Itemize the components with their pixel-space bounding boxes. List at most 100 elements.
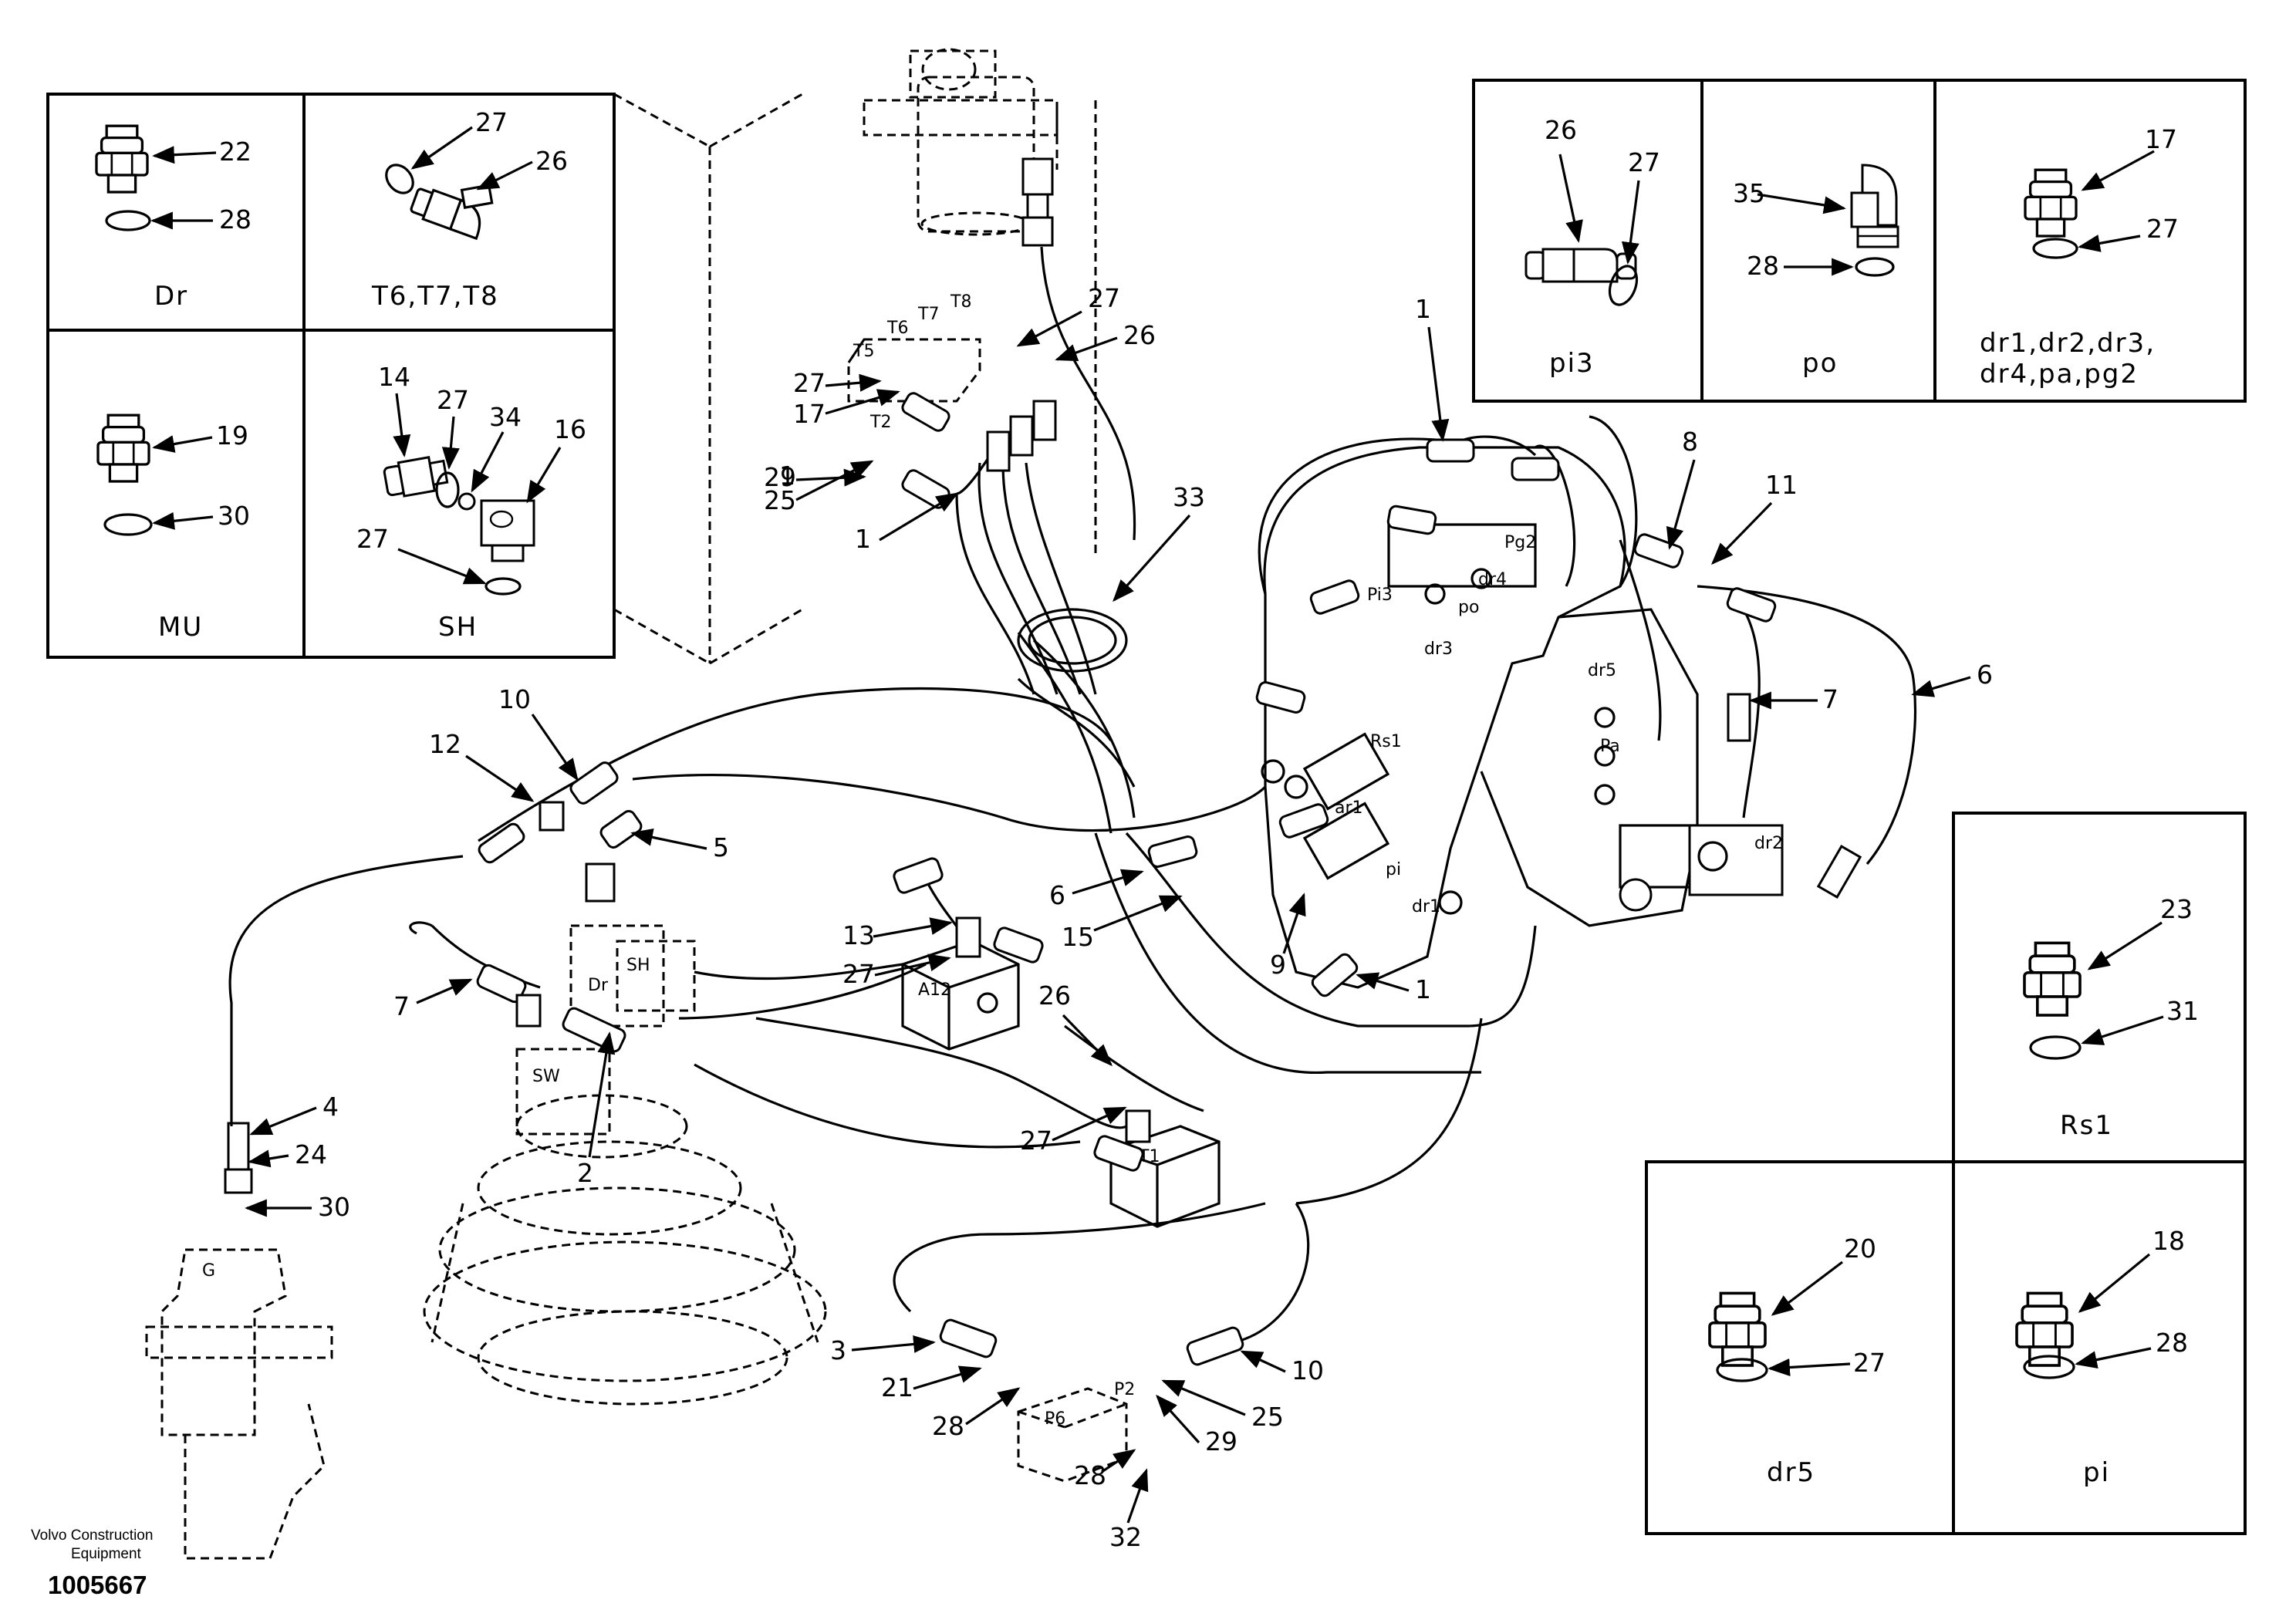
footer: Volvo Construction Equipment 1005667 bbox=[31, 1527, 153, 1599]
port-label-dr3: dr3 bbox=[1424, 640, 1453, 659]
callout-17: 17 bbox=[793, 399, 826, 429]
inset-po: 35 28 po bbox=[1733, 164, 1899, 379]
callout-2: 2 bbox=[577, 1158, 593, 1188]
port-block-t: T8 T7 T6 T5 T2 bbox=[847, 292, 981, 432]
callout-7-right: 7 bbox=[1822, 684, 1838, 714]
port-label-g: G bbox=[202, 1261, 215, 1281]
callout-27: 27 bbox=[437, 385, 469, 415]
frame-outline-dashed bbox=[613, 93, 1097, 665]
port-label-ar1: ar1 bbox=[1335, 798, 1363, 818]
callout-18: 18 bbox=[2152, 1226, 2185, 1256]
inset-label-sh: SH bbox=[438, 612, 478, 643]
port-label-p2: P6 bbox=[1045, 1409, 1065, 1429]
inset-label-dr5: dr5 bbox=[1767, 1457, 1815, 1488]
callout-26: 26 bbox=[1545, 115, 1577, 145]
port-label-pg2: Pg2 bbox=[1504, 533, 1536, 552]
inset-pi3: 26 27 pi3 bbox=[1524, 115, 1660, 379]
inset-label-t678: T6,T7,T8 bbox=[371, 281, 499, 312]
callout-27-a12: 27 bbox=[1020, 1126, 1052, 1156]
port-label-pi3: Pi3 bbox=[1367, 586, 1393, 605]
callout-27-top: 27 bbox=[1088, 283, 1120, 313]
inset-group-top-left bbox=[46, 93, 616, 659]
main-callouts: 1 1 1 1 2 3 4 5 6 6 7 7 8 9 10 10 11 bbox=[245, 283, 1993, 1552]
callout-28: 28 bbox=[2156, 1328, 2188, 1358]
callout-31: 31 bbox=[2166, 996, 2199, 1026]
block-a12: T1 bbox=[1109, 1125, 1221, 1228]
callout-26-mid: 26 bbox=[1038, 980, 1071, 1011]
port-label-dr5: dr5 bbox=[1588, 661, 1616, 680]
callout-29-bottom: 29 bbox=[1205, 1426, 1237, 1456]
callout-4: 4 bbox=[322, 1092, 339, 1122]
callout-32: 32 bbox=[1109, 1522, 1142, 1552]
inset-label-mu: MU bbox=[158, 612, 203, 643]
callout-21: 21 bbox=[881, 1372, 913, 1402]
callout-9: 9 bbox=[1270, 950, 1286, 980]
callout-15: 15 bbox=[1062, 922, 1094, 952]
port-label-rs1: Rs1 bbox=[1370, 732, 1402, 751]
inset-label-dr: Dr bbox=[154, 281, 188, 312]
callout-27-left: 27 bbox=[793, 368, 826, 398]
callout-1-top: 1 bbox=[1415, 294, 1431, 324]
inset-label-drmulti-1: dr1,dr2,dr3, bbox=[1980, 328, 2156, 359]
callout-3: 3 bbox=[830, 1335, 846, 1365]
hose-fittings bbox=[476, 392, 1862, 1366]
callout-23: 23 bbox=[2160, 894, 2193, 924]
inset-dr: 22 28 Dr bbox=[95, 124, 252, 312]
callout-28: 28 bbox=[1747, 251, 1779, 281]
callout-30: 30 bbox=[218, 501, 250, 531]
inset-label-pi: pi bbox=[2083, 1457, 2110, 1488]
port-label-t1: P2 bbox=[1114, 1380, 1135, 1399]
inset-label-po: po bbox=[1802, 348, 1838, 379]
filter-assembly bbox=[863, 48, 1059, 247]
port-label-pa: Pa bbox=[1600, 737, 1620, 756]
callout-27: 27 bbox=[1628, 147, 1660, 177]
callout-16: 16 bbox=[554, 414, 586, 444]
footer-brand-line2: Equipment bbox=[71, 1546, 142, 1562]
inset-sh: 14 27 34 16 27 SH bbox=[356, 362, 586, 643]
callout-10-bottom: 10 bbox=[1292, 1355, 1324, 1385]
callout-1-left: 1 bbox=[855, 524, 871, 554]
main-hoses bbox=[228, 431, 1310, 1344]
port-label-mu: Dr bbox=[588, 976, 609, 995]
inset-dr5: 20 27 dr5 bbox=[1708, 1234, 1886, 1488]
callout-27: 27 bbox=[2146, 214, 2179, 244]
callout-27: 27 bbox=[1853, 1348, 1886, 1378]
drawing-number: 1005667 bbox=[48, 1571, 147, 1599]
port-label-dr: SH bbox=[626, 956, 650, 975]
callout-27-sw: 27 bbox=[842, 959, 875, 989]
swing-motor: Dr SH SW bbox=[423, 924, 827, 1406]
callout-6-left: 6 bbox=[1049, 880, 1065, 910]
callout-26: 26 bbox=[535, 146, 568, 176]
callout-1-filter: 1 bbox=[779, 461, 795, 491]
hose-bundle bbox=[955, 246, 1136, 834]
footer-brand-line1: Volvo Construction bbox=[31, 1527, 153, 1544]
callout-26-top: 26 bbox=[1123, 320, 1156, 350]
callout-5: 5 bbox=[713, 832, 729, 862]
callout-33: 33 bbox=[1173, 482, 1205, 512]
callout-11: 11 bbox=[1765, 470, 1798, 500]
callout-27: 27 bbox=[356, 524, 389, 554]
port-label-t8: T8 bbox=[950, 292, 971, 312]
callout-30: 30 bbox=[318, 1192, 350, 1222]
callout-13: 13 bbox=[842, 920, 875, 950]
callout-12: 12 bbox=[429, 729, 461, 759]
port-label-t6: T6 bbox=[886, 319, 908, 338]
callout-17: 17 bbox=[2145, 124, 2177, 154]
callout-22: 22 bbox=[219, 137, 252, 167]
callout-28-left: 28 bbox=[932, 1411, 964, 1441]
inset-pi: 18 28 pi bbox=[2015, 1226, 2188, 1488]
port-label-pi: pi bbox=[1386, 860, 1401, 879]
callout-8: 8 bbox=[1682, 427, 1698, 457]
callout-7-left: 7 bbox=[393, 991, 410, 1021]
callout-6-right: 6 bbox=[1977, 660, 1993, 690]
callout-27: 27 bbox=[475, 107, 508, 137]
port-label-dr1: dr1 bbox=[1412, 897, 1440, 916]
callout-1-bottom: 1 bbox=[1415, 974, 1431, 1004]
inset-label-rs1: Rs1 bbox=[2060, 1110, 2113, 1141]
port-label-t2: T2 bbox=[869, 413, 891, 432]
callout-19: 19 bbox=[216, 420, 248, 451]
callout-28-bottom: 28 bbox=[1074, 1460, 1106, 1490]
port-label-dr2: dr2 bbox=[1754, 834, 1783, 853]
block-p2-p6: P6 P2 bbox=[1017, 1380, 1135, 1483]
